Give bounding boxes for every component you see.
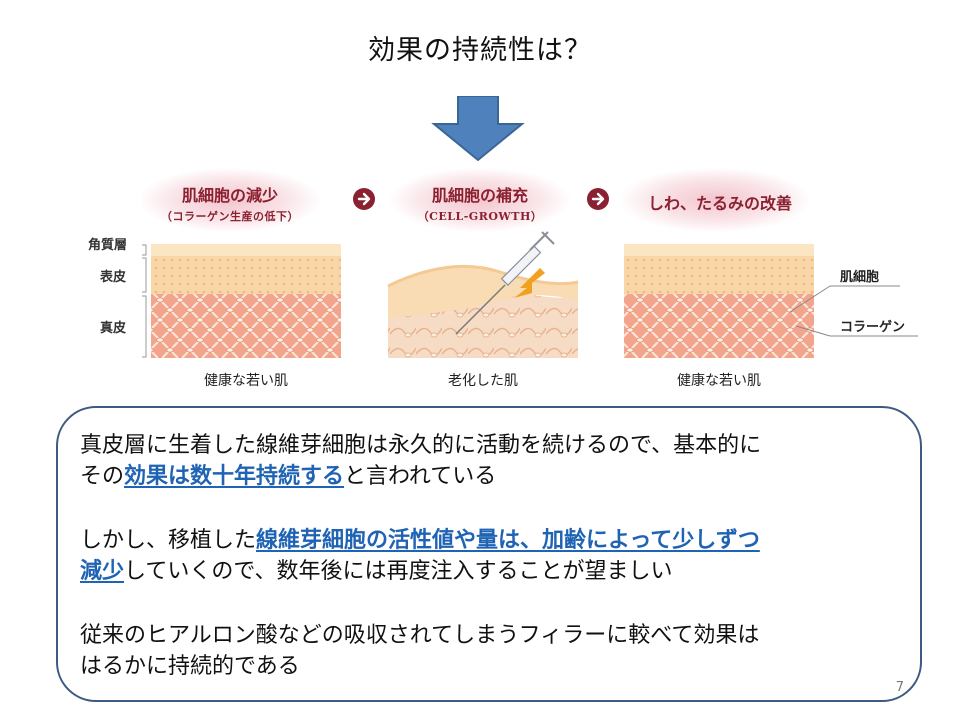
stage2-title: 肌細胞の補充: [431, 186, 528, 205]
stage3-glow: [620, 168, 810, 232]
inject-direction-arrow: [514, 268, 545, 298]
stage3-title: しわ、たるみの改善: [647, 194, 792, 213]
stage1-title: 肌細胞の減少: [181, 186, 278, 205]
paragraph-2-text: しかし、移植した: [80, 528, 257, 553]
stage3-heading: しわ、たるみの改善: [620, 190, 820, 214]
caption-aged-skin: 老化した肌: [448, 373, 518, 389]
page-number: 7: [895, 680, 904, 695]
paragraph-2-line-2: 減少していくので、数年後には再度注入することが望ましい: [80, 556, 760, 587]
down-arrow-icon: [431, 96, 525, 162]
panel-young-skin-left: [151, 244, 341, 358]
highlight-effect-duration: 効果は数十年持続する: [124, 464, 345, 489]
stratum-corneum-layer: [151, 244, 341, 256]
paragraph-2: しかし、移植した線維芽細胞の活性値や量は、加齢によって少しずつ 減少していくので…: [80, 525, 760, 587]
paragraph-3-line-1: 従来のヒアルロン酸などの吸収されてしまうフィラーに較べて効果は: [80, 623, 760, 648]
layer-label-stratum-corneum: 角質層: [88, 238, 128, 253]
stage1-glow: [140, 168, 320, 232]
callout-skin-cell: 肌細胞: [840, 270, 880, 285]
epidermis-layer: [151, 256, 341, 294]
stage2-heading: 肌細胞の補充 （CELL-GROWTH）: [390, 182, 570, 224]
step-arrow-icon-1: [353, 188, 375, 210]
summary-box: [56, 406, 922, 702]
stage2-subtitle: （CELL-GROWTH）: [417, 210, 543, 223]
stage1-subtitle: （コラーゲン生産の低下）: [161, 210, 299, 223]
paragraph-1-line-1: 真皮層に生着した線維芽細胞は永久的に活動を続けるので、基本的に: [80, 433, 762, 458]
paragraph-1-text: その: [80, 464, 125, 489]
paragraph-3-line-2: はるかに持続的である: [80, 654, 300, 679]
paragraph-3: 従来のヒアルロン酸などの吸収されてしまうフィラーに較べて効果は はるかに持続的で…: [80, 620, 759, 682]
dermis-layer: [151, 294, 341, 358]
caption-young-skin-right: 健康な若い肌: [677, 373, 761, 389]
slide-title: 効果の持続性は？: [368, 35, 592, 66]
stage1-heading: 肌細胞の減少 （コラーゲン生産の低下）: [140, 182, 320, 224]
highlight-activity-decline: 線維芽細胞の活性値や量は、加齢によって少しずつ: [256, 528, 760, 553]
paragraph-1: 真皮層に生着した線維芽細胞は永久的に活動を続けるので、基本的に その効果は数十年…: [80, 430, 761, 492]
layer-label-epidermis: 表皮: [100, 270, 127, 285]
paragraph-1-text-end: と言われている: [344, 464, 497, 489]
syringe-icon: [455, 231, 555, 335]
paragraph-1-line-2: その効果は数十年持続すると言われている: [80, 461, 761, 492]
panel-aged-skin: [387, 264, 579, 358]
highlight-decrease: 減少: [80, 559, 125, 584]
stage2-glow: [390, 168, 570, 232]
panel-young-skin-right: [624, 244, 814, 358]
callout-collagen: コラーゲン: [840, 320, 906, 335]
paragraph-2-line-1: しかし、移植した線維芽細胞の活性値や量は、加齢によって少しずつ: [80, 525, 760, 556]
paragraph-2-text-end: していくので、数年後には再度注入することが望ましい: [124, 559, 673, 584]
caption-young-skin-left: 健康な若い肌: [204, 373, 288, 389]
step-arrow-icon-2: [587, 188, 609, 210]
layer-label-dermis: 真皮: [100, 321, 127, 336]
skin-diagram: [142, 231, 918, 358]
